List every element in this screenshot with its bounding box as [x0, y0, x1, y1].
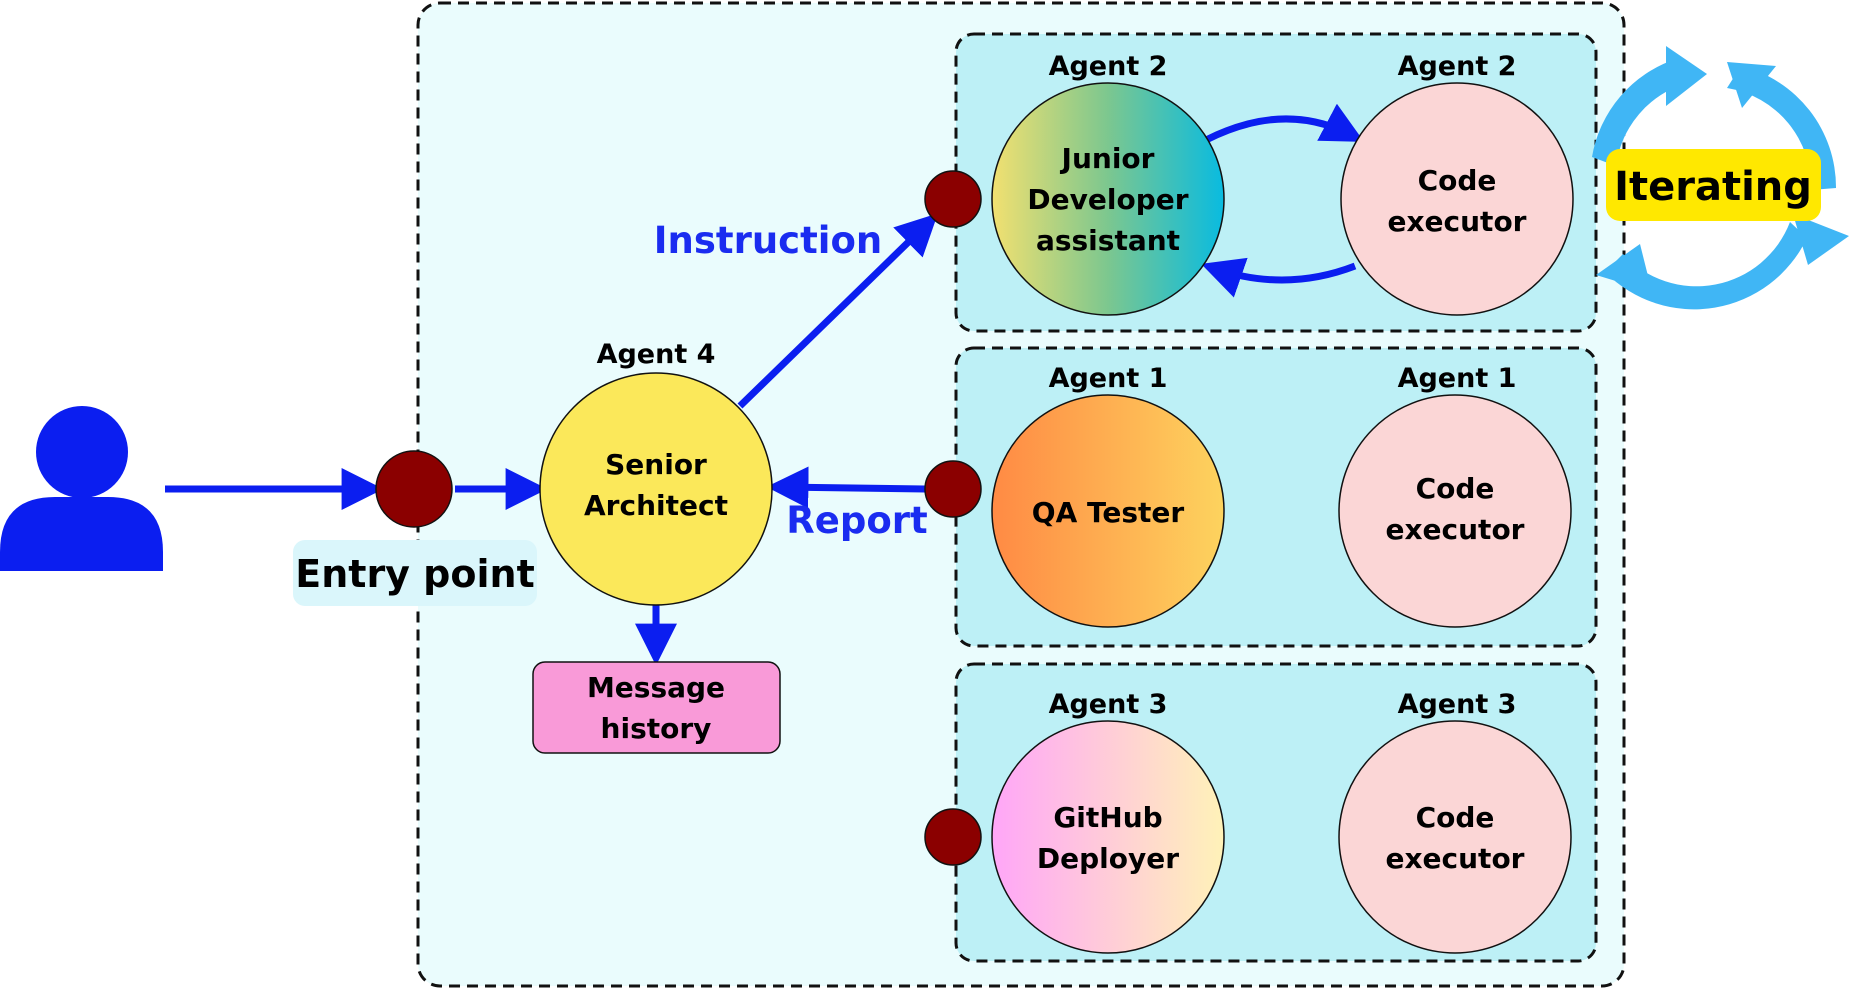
entry-point-node: [375, 450, 453, 528]
executor3-label-line1: Code: [1416, 801, 1495, 834]
report-label: Report: [786, 499, 927, 542]
code-executor-node-3: Code executor: [1338, 720, 1572, 954]
junior-label-line1: Junior: [1060, 142, 1155, 175]
user-icon: [0, 406, 163, 571]
qa-agent-tag: Agent 1: [1049, 363, 1168, 394]
executor2-label-line2: executor: [1385, 513, 1524, 546]
architect-label-line1: Senior: [605, 448, 707, 481]
architect-agent-tag: Agent 4: [597, 339, 716, 370]
instruction-label: Instruction: [654, 219, 882, 262]
qa-tester-node: QA Tester: [991, 394, 1225, 628]
junior-to-executor-arrow: [1204, 103, 1365, 144]
github-deployer-node: GitHub Deployer: [991, 720, 1225, 954]
deployer-label-line2: Deployer: [1037, 842, 1179, 875]
junior-label-line2: Developer: [1027, 183, 1188, 216]
code-executor-node-1: Code executor: [1340, 82, 1574, 316]
executor1-label-line2: executor: [1387, 205, 1526, 238]
report-arrow: [766, 466, 926, 509]
iterating-badge: Iterating: [1606, 149, 1821, 221]
qa-executor-agent-tag: Agent 1: [1398, 363, 1517, 394]
junior-label-line3: assistant: [1036, 224, 1180, 257]
connection-nodes: [375, 170, 982, 866]
executor2-label-line1: Code: [1416, 472, 1495, 505]
code-executor-node-2: Code executor: [1338, 394, 1572, 628]
entry-point-label: Entry point: [295, 552, 534, 596]
entry-point-badge: [293, 540, 537, 606]
deployer-label-line1: GitHub: [1053, 801, 1162, 834]
message-history-box: Message history: [532, 661, 781, 754]
architect-label-line2: Architect: [584, 489, 728, 522]
iterating-label: Iterating: [1614, 164, 1812, 210]
deployer-agent-tag: Agent 3: [1049, 689, 1168, 720]
executor-to-junior-arrow: [1201, 257, 1357, 298]
qa-group-node: [924, 460, 982, 518]
executor3-label-line2: executor: [1385, 842, 1524, 875]
senior-architect-node: Senior Architect: [539, 372, 773, 606]
deployer-group-node: [924, 808, 982, 866]
message-history-line2: history: [601, 712, 712, 745]
qa-label: QA Tester: [1032, 496, 1185, 529]
developer-agent-tag: Agent 2: [1049, 51, 1168, 82]
developer-group-node: [924, 170, 982, 228]
executor1-label-line1: Code: [1418, 164, 1497, 197]
developer-executor-agent-tag: Agent 2: [1398, 51, 1517, 82]
deployer-executor-agent-tag: Agent 3: [1398, 689, 1517, 720]
instruction-arrow: [737, 213, 939, 409]
flow-arrows: [165, 103, 1365, 666]
message-history-line1: Message: [587, 671, 725, 704]
junior-developer-node: Junior Developer assistant: [991, 82, 1225, 316]
